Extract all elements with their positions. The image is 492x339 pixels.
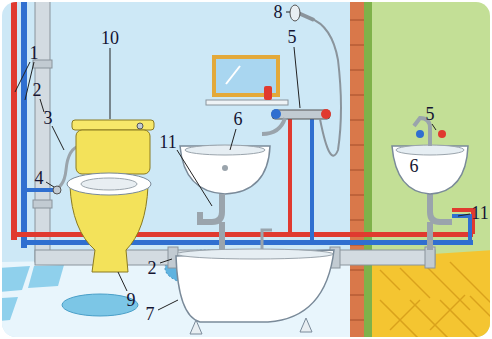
- callout-number: 2: [33, 81, 42, 99]
- callout-number: 5: [288, 28, 297, 46]
- callout-number: 2: [148, 259, 157, 277]
- callout-number: 5: [426, 105, 435, 123]
- callout-number: 8: [274, 3, 283, 21]
- callout-number: 7: [146, 305, 155, 323]
- callout-number: 11: [159, 133, 176, 151]
- callout-number: 11: [471, 204, 488, 222]
- callout-number: 6: [410, 157, 419, 175]
- callout-number: 4: [35, 169, 44, 187]
- callout-number: 6: [234, 110, 243, 128]
- callout-number: 1: [30, 44, 39, 62]
- callout-number: 9: [127, 291, 136, 309]
- callout-number: 3: [44, 109, 53, 127]
- callout-number: 10: [101, 29, 119, 47]
